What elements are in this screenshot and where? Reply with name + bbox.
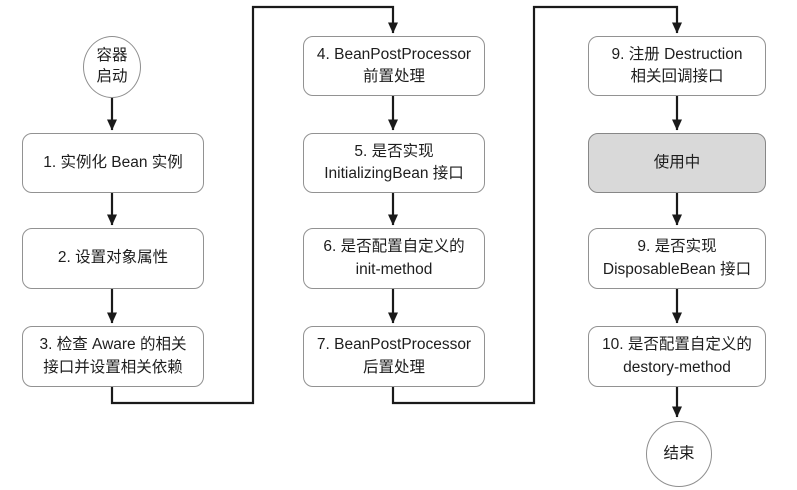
node-step9-disposablebean: 9. 是否实现 DisposableBean 接口 [588,228,766,289]
node-container-start: 容器 启动 [83,36,141,98]
node-step7-beanpostprocessor-after: 7. BeanPostProcessor 后置处理 [303,326,485,387]
node-step7-label: 7. BeanPostProcessor 后置处理 [316,336,472,376]
node-step6-init-method: 6. 是否配置自定义的 init-method [303,228,485,289]
node-step10-destroy-method: 10. 是否配置自定义的 destory-method [588,326,766,387]
node-step5-label: 5. 是否实现 InitializingBean 接口 [324,142,464,182]
node-container-start-label: 容器 启动 [96,47,128,85]
node-step4-label: 4. BeanPostProcessor 前置处理 [316,45,472,85]
edge-step7-step9register [391,5,682,405]
node-step3-label: 3. 检查 Aware 的相关 接口并设置相关依赖 [39,336,187,376]
node-end: 结束 [646,421,712,487]
node-step1-label: 1. 实例化 Bean 实例 [43,153,183,171]
node-in-use-label: 使用中 [653,153,701,171]
node-step9-disposable-label: 9. 是否实现 DisposableBean 接口 [602,238,752,278]
node-step9-register-destruction: 9. 注册 Destruction 相关回调接口 [588,36,766,96]
node-step3-check-aware: 3. 检查 Aware 的相关 接口并设置相关依赖 [22,326,204,387]
node-step5-initializingbean: 5. 是否实现 InitializingBean 接口 [303,133,485,193]
node-step4-beanpostprocessor-before: 4. BeanPostProcessor 前置处理 [303,36,485,96]
node-step2-label: 2. 设置对象属性 [57,249,169,267]
edge-step3-step4 [110,5,398,405]
node-in-use-state: 使用中 [588,133,766,193]
node-end-label: 结束 [663,444,695,462]
node-step10-label: 10. 是否配置自定义的 destory-method [602,336,752,376]
node-step1-instantiate-bean: 1. 实例化 Bean 实例 [22,133,204,193]
node-step9-register-label: 9. 注册 Destruction 相关回调接口 [611,45,743,85]
node-step6-label: 6. 是否配置自定义的 init-method [323,238,465,278]
node-step2-set-properties: 2. 设置对象属性 [22,228,204,289]
